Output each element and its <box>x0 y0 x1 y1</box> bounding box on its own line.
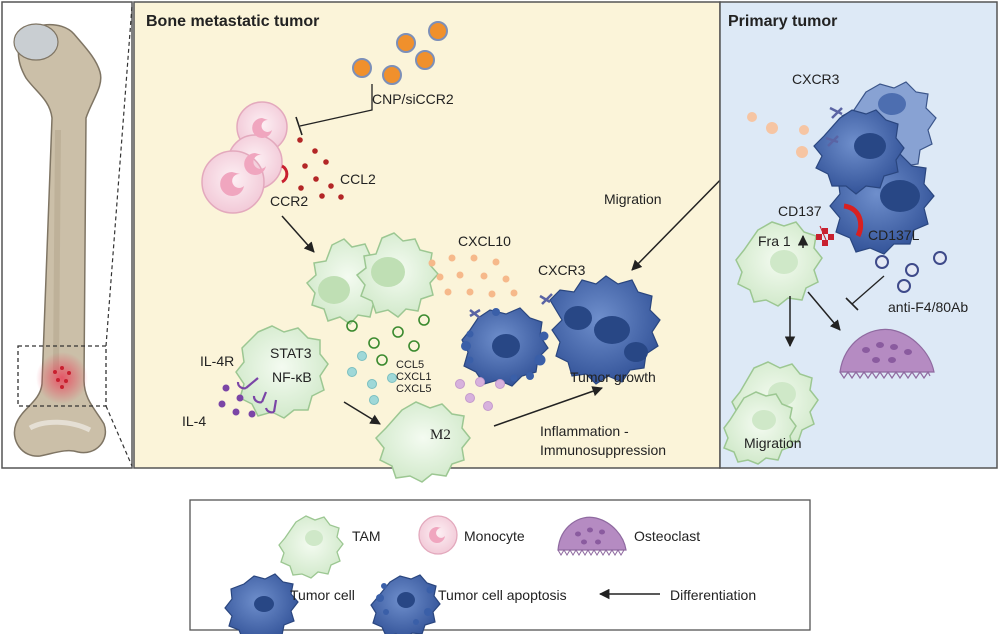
bone-panel-title: Bone metastatic tumor <box>146 13 319 30</box>
inflammation-label-line2: Immunosuppression <box>540 442 666 458</box>
tumor-site-glow <box>36 352 88 404</box>
ccr2-receptor-icon <box>281 164 289 184</box>
femur-bone-icon <box>13 23 107 457</box>
il4r-label: IL-4R <box>200 353 234 369</box>
cxcl5-dots <box>455 377 505 411</box>
ccl2-dots <box>297 137 344 200</box>
monocyte-cluster-icon <box>201 101 288 214</box>
ccr2-label: CCR2 <box>270 193 308 209</box>
il4-dots <box>218 384 256 418</box>
osteoclast-right-icon <box>839 328 935 380</box>
tam-to-osteoclast-arrow <box>807 291 841 331</box>
stat3-label: STAT3 <box>270 345 312 361</box>
tumor-growth-label: Tumor growth <box>570 369 656 385</box>
tumor-site-dots <box>53 366 71 389</box>
migration-right-label: Migration <box>744 435 802 451</box>
legend-differentiation-label: Differentiation <box>670 587 756 603</box>
tumor-apoptosis-cell-icon <box>461 307 549 387</box>
il4r-receptor-icons <box>236 377 278 414</box>
zoom-line-bottom <box>105 405 133 467</box>
anti-f4-80-label: anti-F4/80Ab <box>888 299 968 315</box>
legend-osteoclast-label: Osteoclast <box>634 528 700 544</box>
primary-panel-title: Primary tumor <box>728 13 837 30</box>
cxcl10-dots <box>428 254 518 298</box>
legend-osteoclast-icon <box>557 516 627 556</box>
monocyte-to-tam-arrow <box>281 215 315 253</box>
legend-tumor-apoptosis-label: Tumor cell apoptosis <box>438 587 567 603</box>
anti-f4-80-antibody-dots <box>875 251 947 293</box>
legend-tumor-cell-label: Tumor cell <box>290 587 355 603</box>
cd137-receptor-icon <box>816 228 834 246</box>
nfkb-label: NF-κB <box>272 369 312 385</box>
primary-tumor-cluster-icon <box>813 81 937 255</box>
cd137l-receptor-icon <box>843 203 864 238</box>
cnp-nanoparticles <box>352 21 448 85</box>
cxcl1-dots <box>347 351 397 405</box>
migrating-tam-icon <box>723 361 819 465</box>
m2-label: M2 <box>430 427 451 443</box>
tam-to-m2-arrow <box>343 401 381 425</box>
cxcr3-center-label: CXCR3 <box>538 262 586 278</box>
legend-tam-label: TAM <box>352 528 381 544</box>
m2-to-tumor-arrow <box>493 386 603 427</box>
legend-tam-icon <box>278 515 344 579</box>
apoptotic-bodies <box>461 308 549 382</box>
cxcl10-label: CXCL10 <box>458 233 511 249</box>
m2-macrophage-icon <box>374 401 471 483</box>
ccl5-label: CCL5 <box>396 359 424 371</box>
cnp-inhibition-bar <box>295 116 303 136</box>
ccl2-label: CCL2 <box>340 171 376 187</box>
cxcr3-receptor-center-icon <box>539 293 553 305</box>
cxcl1-label: CXCL1 <box>396 371 431 383</box>
il4-label: IL-4 <box>182 413 206 429</box>
tam-signaling-cell-icon <box>235 325 329 419</box>
cnp-label: CNP/siCCR2 <box>372 91 454 107</box>
zoom-region-box <box>17 345 107 407</box>
legend-tumor-apoptosis-icon <box>370 574 441 634</box>
tam-cluster-icon <box>305 232 440 325</box>
tumor-cluster-icon <box>549 275 661 385</box>
legend-monocyte-label: Monocyte <box>464 528 525 544</box>
cxcl5-label: CXCL5 <box>396 383 431 395</box>
migration-center-label: Migration <box>604 191 662 207</box>
antibody-inhibition-line <box>851 275 885 305</box>
inflammation-label-line1: Inflammation - <box>540 423 629 439</box>
cd137-label: CD137 <box>778 203 822 219</box>
cxcr3-right-label: CXCR3 <box>792 71 840 87</box>
cnp-inhibition-line <box>299 84 373 127</box>
cxcr3-receptor-right-icon <box>825 106 843 147</box>
cd137l-label: CD137L <box>868 227 920 243</box>
fra1-label: Fra 1 <box>758 233 791 249</box>
cxcr3-receptor-apoptosis-icon <box>469 308 481 319</box>
primary-to-bone-migration-arrow <box>631 167 733 271</box>
legend-tumor-cell-icon <box>224 573 299 634</box>
bone-metastatic-panel <box>133 1 721 469</box>
legend-monocyte-icon <box>418 515 458 555</box>
ccl5-rings <box>346 314 430 366</box>
zoom-line-top <box>105 5 133 347</box>
antibody-inhibition-bar <box>845 297 859 311</box>
primary-cxcl10-dots <box>747 112 809 158</box>
